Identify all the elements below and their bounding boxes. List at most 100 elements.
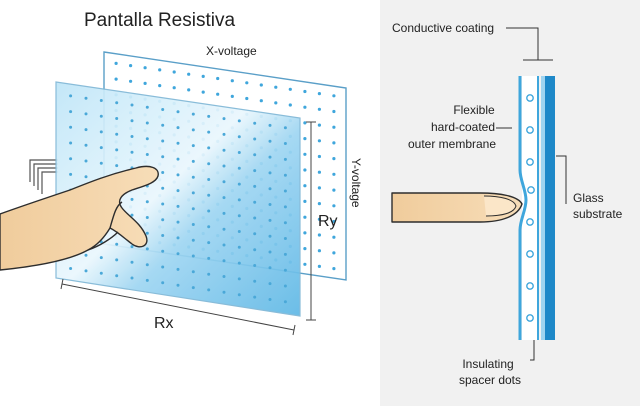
front-panel-dot bbox=[191, 223, 195, 226]
ry-label: Ry bbox=[318, 213, 338, 230]
back-panel-dot bbox=[317, 186, 321, 190]
front-panel-dot bbox=[145, 105, 149, 109]
front-panel-dot bbox=[99, 114, 103, 118]
front-panel-dot bbox=[176, 157, 180, 161]
back-panel-dot bbox=[303, 89, 307, 94]
back-panel-dot bbox=[114, 77, 118, 81]
front-panel-dot bbox=[130, 276, 134, 280]
back-panel-dot bbox=[201, 90, 205, 94]
front-panel-dot bbox=[268, 218, 272, 222]
front-panel-dot bbox=[130, 245, 134, 249]
front-panel-dot bbox=[207, 178, 211, 181]
back-panel-dot bbox=[245, 81, 249, 85]
front-panel-dot bbox=[237, 198, 241, 202]
front-panel-dot bbox=[268, 298, 272, 301]
front-panel-dot bbox=[161, 265, 165, 269]
front-panel-dot bbox=[191, 128, 195, 132]
front-panel-dot bbox=[268, 234, 272, 238]
front-panel-dot bbox=[84, 253, 88, 257]
connector-wires bbox=[29, 159, 58, 194]
front-panel-dot bbox=[268, 139, 272, 143]
back-panel-dot bbox=[317, 139, 321, 143]
front-panel-dot bbox=[191, 175, 195, 179]
front-panel-dot bbox=[237, 119, 241, 123]
front-panel-dot bbox=[222, 132, 226, 136]
front-panel-dot bbox=[268, 155, 272, 159]
back-panel-dot bbox=[332, 204, 336, 208]
spacer-dot bbox=[526, 158, 534, 166]
front-panel-dot bbox=[176, 110, 180, 114]
back-panel-dot bbox=[332, 172, 336, 176]
front-panel-dot bbox=[253, 295, 257, 299]
front-panel-dot bbox=[222, 148, 226, 152]
membrane-label-line-3: outer membrane bbox=[408, 137, 496, 151]
back-panel-dot bbox=[172, 86, 176, 90]
front-panel-dot bbox=[191, 270, 195, 274]
front-panel-dot bbox=[237, 293, 241, 297]
back-panel-dot bbox=[303, 105, 307, 109]
front-panel-dot bbox=[253, 200, 257, 204]
x-voltage-label: X-voltage bbox=[206, 44, 257, 58]
spacer-label: Insulating spacer dots bbox=[459, 357, 521, 387]
front-panel-dot bbox=[115, 242, 119, 246]
front-panel-dot bbox=[222, 290, 226, 294]
back-panel-dot bbox=[245, 96, 249, 101]
spacer-dot bbox=[527, 186, 535, 194]
front-panel-dot bbox=[84, 269, 88, 273]
front-panel-dot bbox=[99, 146, 103, 150]
front-panel-dot bbox=[115, 274, 119, 278]
front-panel-dot bbox=[161, 234, 165, 237]
front-panel-dot bbox=[253, 264, 257, 267]
front-panel-dot bbox=[253, 248, 257, 252]
back-panel-dot bbox=[317, 202, 321, 206]
back-panel-dot bbox=[259, 99, 263, 103]
back-panel-dot bbox=[230, 79, 234, 83]
back-panel-dot bbox=[317, 107, 321, 111]
front-panel-dot bbox=[176, 283, 180, 287]
back-panel-dot bbox=[274, 101, 278, 105]
front-panel-dot bbox=[130, 260, 134, 264]
front-panel-dot bbox=[176, 204, 180, 208]
front-panel-dot bbox=[115, 132, 119, 136]
back-panel-dot bbox=[288, 103, 292, 107]
front-panel-dot bbox=[237, 166, 241, 170]
spacer-dot bbox=[526, 250, 534, 258]
front-panel-dot bbox=[283, 126, 287, 130]
front-panel-dot bbox=[130, 119, 134, 123]
front-panel-dot bbox=[207, 256, 211, 260]
front-panel-dot bbox=[268, 266, 272, 270]
front-panel-dot bbox=[191, 191, 195, 195]
front-panel-dot bbox=[69, 125, 73, 129]
y-voltage-label: Y-voltage bbox=[349, 158, 363, 208]
front-panel-dot bbox=[145, 153, 149, 156]
back-panel-dot bbox=[332, 267, 336, 271]
front-panel-dot bbox=[161, 171, 165, 174]
front-panel-dot bbox=[115, 101, 119, 105]
front-panel-dot bbox=[145, 278, 149, 282]
front-panel-dot bbox=[130, 213, 134, 217]
front-panel-dot bbox=[268, 171, 272, 175]
front-panel-dot bbox=[115, 117, 119, 120]
front-panel-dot bbox=[191, 286, 195, 290]
front-panel-dot bbox=[237, 245, 241, 249]
front-panel-dot bbox=[84, 175, 88, 179]
back-panel-dot bbox=[303, 184, 307, 188]
front-panel-dot bbox=[207, 288, 211, 292]
front-panel-dot bbox=[176, 126, 180, 130]
front-panel-dot bbox=[253, 121, 257, 125]
back-panel-dot bbox=[274, 85, 278, 89]
back-panel-dot bbox=[317, 264, 321, 268]
front-panel-dot bbox=[69, 110, 73, 114]
spacer-dot bbox=[526, 218, 534, 226]
back-panel-dot bbox=[259, 83, 263, 87]
front-panel-dot bbox=[283, 173, 287, 177]
front-panel-dot bbox=[268, 123, 272, 127]
back-panel-dot bbox=[129, 79, 133, 83]
back-panel-dot bbox=[317, 233, 321, 237]
front-panel-dot bbox=[130, 103, 134, 107]
front-panel-dot bbox=[176, 141, 180, 145]
front-panel-dot bbox=[176, 173, 180, 177]
front-panel-dot bbox=[222, 164, 226, 168]
front-panel-dot bbox=[161, 186, 165, 190]
